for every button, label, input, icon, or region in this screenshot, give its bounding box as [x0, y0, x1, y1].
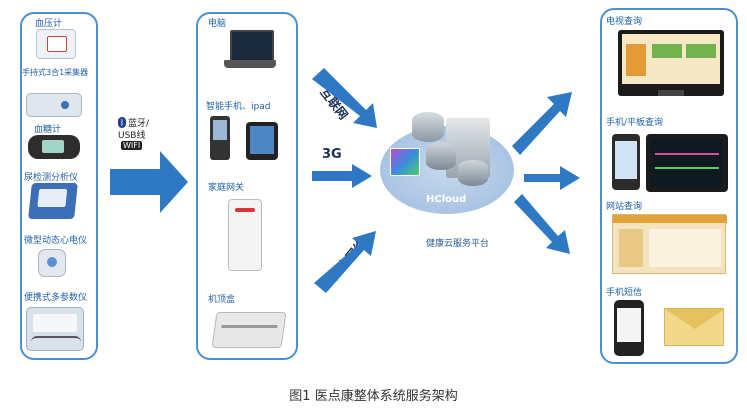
connector-wifi-label: WIFI: [121, 141, 143, 150]
arrow-cloud-to-mobile: [524, 166, 580, 190]
website-image: [612, 214, 727, 274]
blood-pressure-monitor-image: [36, 29, 76, 59]
query-label-sms: 手机短信: [606, 288, 643, 298]
tablet-image: [646, 134, 728, 192]
device-label-blood-pressure: 血压计: [35, 19, 63, 29]
device-label-ecg-monitor: 微型动态心电仪: [24, 236, 88, 246]
gateway-label-home-gateway: 家庭网关: [208, 183, 245, 193]
figure-caption: 图1 医点康整体系统服务架构: [289, 389, 458, 404]
arrow-devices-to-gateway: [110, 151, 188, 213]
cloud-platform-label: 健康云服务平台: [426, 239, 490, 249]
device-label-handheld-collector: 手持式3合1采集器: [22, 68, 89, 77]
sms-phone-image: [614, 300, 644, 356]
device-label-glucose-meter: 血糖计: [34, 125, 62, 135]
arrow-cloud-to-website: [514, 194, 570, 254]
tv-image: [618, 30, 724, 96]
mobile-phone-image: [612, 134, 640, 190]
network-label-3g: 3G: [322, 147, 342, 162]
query-label-mobile-tablet: 手机/平板查询: [606, 118, 664, 128]
envelope-icon: [664, 308, 725, 346]
arrow-cloud-to-tv: [512, 92, 572, 155]
glucose-meter-image: [28, 135, 80, 159]
multi-parameter-device-image: [26, 307, 84, 351]
arrow-broadcast: [314, 231, 376, 293]
ecg-monitor-image: [38, 249, 66, 277]
arrow-3g: [312, 164, 372, 188]
gateway-label-computer: 电脑: [208, 19, 227, 29]
gateway-panel: [196, 12, 298, 360]
home-gateway-image: [228, 199, 262, 271]
bluetooth-icon: ᛒ: [118, 117, 126, 128]
ipad-image: [246, 122, 278, 160]
arrow-internet: [312, 68, 377, 128]
query-label-website: 网站查询: [606, 202, 643, 212]
device-label-urine-analyzer: 尿检测分析仪: [24, 173, 79, 183]
cloud-server-image: [390, 112, 498, 192]
connector-bluetooth-label: 蓝牙/: [128, 119, 150, 129]
device-label-multi-parameter: 便携式多参数仪: [24, 293, 88, 303]
query-label-tv: 电视查询: [606, 17, 643, 27]
connector-usb-label: USB线: [118, 131, 146, 141]
gateway-label-set-top-box: 机顶盒: [208, 295, 236, 305]
cloud-name: HCloud: [426, 194, 467, 205]
handheld-collector-image: [26, 93, 82, 117]
gateway-label-smartphone: 智能手机、ipad: [206, 102, 271, 112]
laptop-image: [224, 30, 276, 70]
smartphone-image: [210, 116, 230, 160]
